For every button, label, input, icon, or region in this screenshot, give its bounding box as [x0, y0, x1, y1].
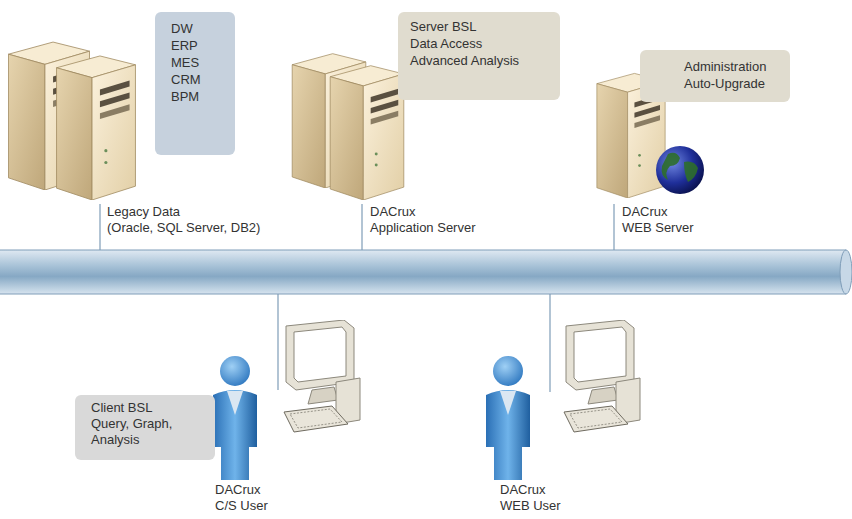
- callout-text: Server BSL: [410, 18, 550, 35]
- drop-wire: [100, 204, 614, 392]
- server-label: (Oracle, SQL Server, DB2): [107, 220, 260, 235]
- callout-text: ERP: [171, 37, 225, 54]
- callout-text: Auto-Upgrade: [684, 75, 780, 92]
- callout-box: Server BSLData AccessAdvanced Analysis: [398, 12, 560, 100]
- callout-text: Administration: [684, 58, 780, 75]
- user-label: DACrux: [500, 482, 546, 497]
- computer-icon: [284, 320, 360, 432]
- callout-box: Client BSLQuery, Graph, Analysis: [75, 395, 215, 460]
- server-label: Legacy Data: [107, 204, 180, 219]
- callout-text: MES: [171, 54, 225, 71]
- user-icon: [213, 356, 257, 480]
- network-bus: [0, 250, 846, 294]
- server-label: DACrux: [622, 204, 668, 219]
- user-label: DACrux: [215, 482, 261, 497]
- callout-box: AdministrationAuto-Upgrade: [640, 50, 790, 102]
- globe-icon: [656, 146, 704, 194]
- server-label: WEB Server: [622, 220, 694, 235]
- server-label: DACrux: [370, 204, 416, 219]
- callout-text: Client BSL: [91, 400, 205, 416]
- computer-icon: [564, 320, 640, 432]
- callout-text: CRM: [171, 71, 225, 88]
- server-tower: [330, 66, 404, 200]
- callout-box: DWERPMESCRMBPM: [155, 12, 235, 155]
- callout-text: BPM: [171, 88, 225, 105]
- callout-text: Query, Graph, Analysis: [91, 416, 183, 448]
- server-label: Application Server: [370, 220, 476, 235]
- user-label: C/S User: [215, 498, 268, 513]
- user-icon: [486, 356, 530, 480]
- callout-text: Data Access: [410, 35, 550, 52]
- user-label: WEB User: [500, 498, 561, 513]
- callout-text: DW: [171, 20, 225, 37]
- callout-text: Advanced Analysis: [410, 52, 550, 69]
- server-tower: [57, 56, 136, 200]
